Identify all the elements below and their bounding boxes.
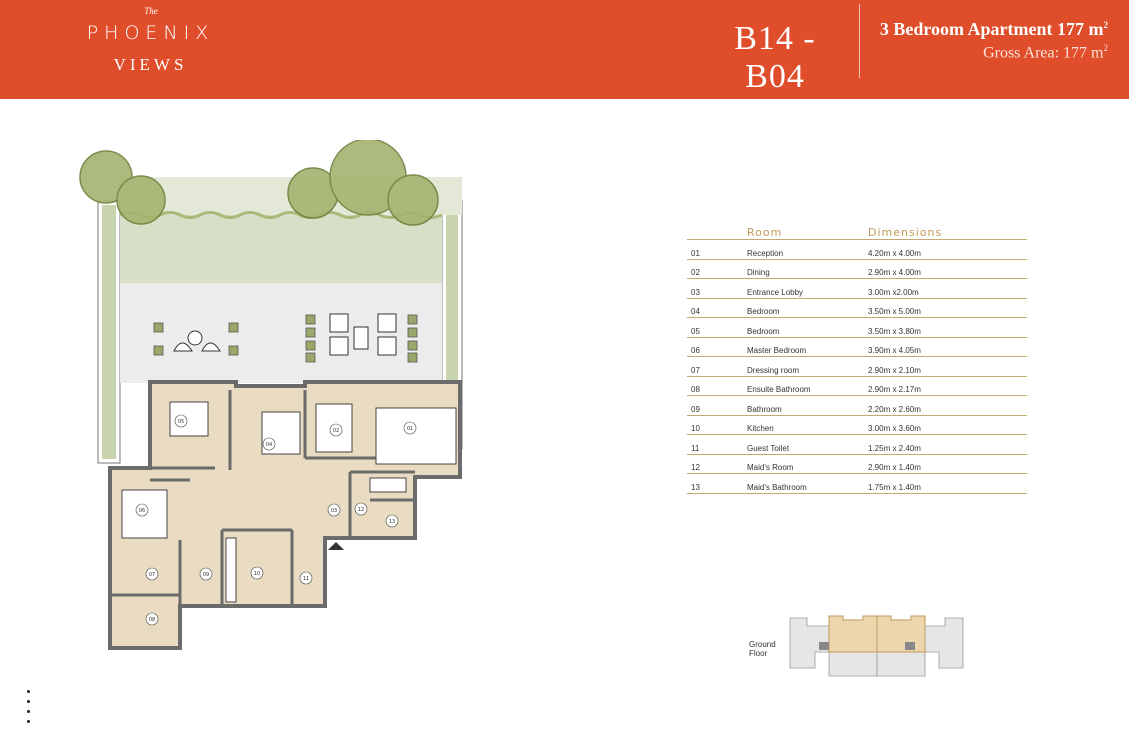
table-row: 05 Bedroom 3.50m x 3.80m (687, 318, 1027, 338)
table-row: 01 Reception 4.20m x 4.00m (687, 240, 1027, 260)
plan-label-06: 06 (139, 508, 145, 514)
row-room: Kitchen (747, 424, 774, 433)
header-bar: The PHOENIX VIEWS B14 - B04 3 Bedroom Ap… (0, 0, 1129, 99)
row-number: 11 (691, 443, 700, 453)
plan-label-05: 05 (178, 419, 184, 425)
menu-dots-icon[interactable] (27, 690, 30, 730)
row-number: 02 (691, 268, 700, 277)
row-dimensions: 1.25m x 2.40m (868, 443, 921, 453)
table-row: 08 Ensuite Bathroom 2.90m x 2.17m (687, 377, 1027, 396)
logo-the: The (144, 6, 158, 16)
plan-label-08: 08 (149, 617, 155, 623)
row-dimensions: 2.20m x 2.60m (868, 404, 921, 414)
row-dimensions: 3.50m x 3.80m (868, 326, 921, 336)
header-dimensions: Dimensions (868, 226, 943, 239)
plan-label-07: 07 (149, 572, 155, 578)
table-row: 13 Maid's Bathroom 1.75m x 1.40m (687, 474, 1027, 494)
row-room: Ensuite Bathroom (747, 385, 811, 394)
row-room: Dressing room (747, 365, 800, 375)
row-dimensions: 3.50m x 5.00m (868, 307, 921, 316)
row-number: 13 (691, 482, 700, 492)
row-number: 10 (691, 424, 700, 433)
table-row: 10 Kitchen 3.00m x 3.60m (687, 416, 1027, 435)
row-dimensions: 3.90m x 4.05m (868, 346, 921, 355)
row-room: Reception (747, 248, 784, 258)
row-dimensions: 4.20m x 4.00m (868, 248, 921, 258)
plan-label-11: 11 (303, 576, 309, 582)
table-row: 04 Bedroom 3.50m x 5.00m (687, 299, 1027, 318)
row-number: 04 (691, 307, 700, 316)
row-number: 03 (691, 287, 700, 297)
row-number: 07 (691, 365, 700, 375)
gross-area: Gross Area: 177 m2 (983, 43, 1108, 62)
row-room: Bathroom (747, 404, 782, 414)
table-row: 02 Dining 2.90m x 4.00m (687, 260, 1027, 279)
row-room: Dining (747, 268, 770, 277)
logo-views: VIEWS (113, 55, 188, 74)
row-room: Entrance Lobby (747, 287, 804, 297)
table-row: 11 Guest Toilet 1.25m x 2.40m (687, 435, 1027, 455)
header-room: Room (747, 226, 783, 239)
row-number: 06 (691, 346, 700, 355)
row-room: Maid's Bathroom (747, 482, 807, 492)
plan-label-12: 12 (358, 507, 364, 513)
row-dimensions: 3.00m x 3.60m (868, 424, 921, 433)
plan-label-13: 13 (389, 519, 395, 525)
table-row: 06 Master Bedroom 3.90m x 4.05m (687, 338, 1027, 357)
row-number: 01 (691, 248, 700, 258)
row-room: Master Bedroom (747, 346, 807, 355)
keyplan-label-ground: Ground (749, 640, 776, 649)
plan-label-09: 09 (203, 572, 209, 578)
logo-phoenix: PHOENIX (86, 22, 215, 44)
entrance-arrow-icon (328, 542, 344, 550)
row-dimensions: 1.75m x 1.40m (868, 482, 921, 492)
row-room: Guest Toilet (747, 443, 790, 453)
row-dimensions: 3.00m x2.00m (868, 287, 919, 297)
plan-label-04: 04 (266, 442, 272, 448)
table-row: 03 Entrance Lobby 3.00m x2.00m (687, 279, 1027, 299)
row-dimensions: 2.90m x 2.17m (868, 385, 921, 394)
table-row: 12 Maid's Room 2.90m x 1.40m (687, 455, 1027, 474)
unit-code: B14 - B04 (734, 20, 816, 95)
tree-icon (79, 140, 439, 226)
keyplan-label-floor: Floor (749, 649, 768, 658)
row-room: Maid's Room (747, 463, 794, 472)
plan-label-03: 03 (331, 508, 337, 514)
row-dimensions: 2.90m x 4.00m (868, 268, 921, 277)
header-divider (859, 4, 860, 78)
row-room: Bedroom (747, 326, 780, 336)
plan-label-01: 01 (407, 426, 413, 432)
table-row: 09 Bathroom 2.20m x 2.60m (687, 396, 1027, 416)
room-dimensions-table: Room Dimensions 01 Reception 4.20m x 4.00m… (687, 222, 1027, 494)
row-number: 08 (691, 385, 700, 394)
floor-plan: 01 02 03 04 05 06 07 08 09 10 11 12 13 (79, 140, 463, 650)
row-number: 05 (691, 326, 700, 336)
key-plan: Ground Floor (749, 615, 964, 677)
row-dimensions: 2.90m x 1.40m (868, 463, 921, 472)
apartment-title: 3 Bedroom Apartment 177 m2 (879, 19, 1108, 39)
row-dimensions: 2.90m x 2.10m (868, 365, 921, 375)
plan-label-02: 02 (333, 428, 339, 434)
table-row: 07 Dressing room 2.90m x 2.10m (687, 357, 1027, 377)
table-header: Room Dimensions (687, 222, 1027, 240)
row-number: 09 (691, 404, 700, 414)
plan-label-10: 10 (254, 571, 260, 577)
row-room: Bedroom (747, 307, 780, 316)
row-number: 12 (691, 463, 700, 472)
